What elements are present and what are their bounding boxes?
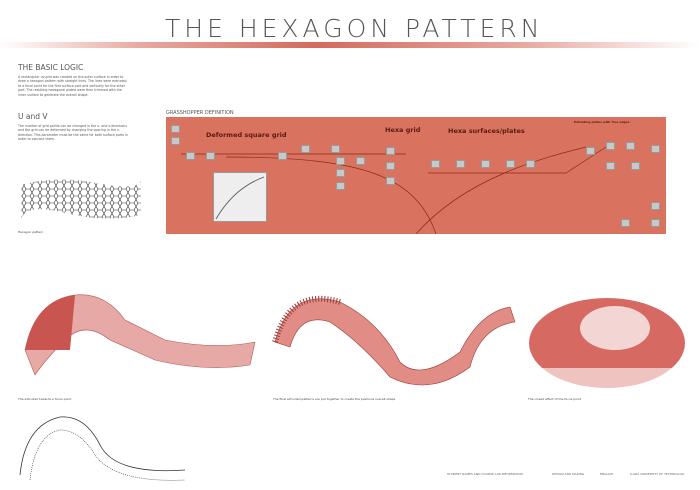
basic-logic-heading: THE BASIC LOGIC xyxy=(18,63,84,72)
footer-text: ENGLISH xyxy=(600,472,614,476)
hexagon-pattern-image xyxy=(21,179,141,219)
gh-label: Hexa grid xyxy=(385,126,421,134)
graph-mapper xyxy=(213,172,267,222)
grasshopper-heading: GRASSHOPPER DEFINITION xyxy=(166,110,234,116)
footer-text: LULEÅ UNIVERSITY OF TECHNOLOGY xyxy=(630,472,685,476)
pavilion-render xyxy=(272,295,516,386)
uv-heading: U and V xyxy=(18,112,48,121)
uv-text: The number of grid points can be changed… xyxy=(18,124,128,142)
extruded-focus-render xyxy=(24,294,256,376)
page-title: THE HEXAGON PATTERN xyxy=(165,14,544,43)
hexagon-caption: Hexagon pattern xyxy=(18,230,44,234)
gh-label: Hexa surfaces/plates xyxy=(448,127,525,135)
render-caption: The closed effect of the focus point xyxy=(528,397,581,401)
closed-focus-render xyxy=(527,298,687,388)
grasshopper-definition-image: Deformed square grid Hexa grid Hexa surf… xyxy=(166,117,666,234)
render-caption: The extruded towards a focus point xyxy=(18,397,72,401)
title-divider xyxy=(0,42,700,48)
gh-label: Deformed square grid xyxy=(206,131,287,139)
render-caption: The final extruded patterns are put toge… xyxy=(273,397,396,401)
gh-label: Extruding plates with free edges xyxy=(574,120,630,124)
wireframe-drawing xyxy=(19,416,186,481)
basic-logic-text: A rectangular uv-grid was created on the… xyxy=(18,75,127,97)
footer-text: DESIGN AND MAKING xyxy=(552,472,585,476)
footer-text: STUDENT NAMES AND COURSE LAB INFORMATION xyxy=(447,472,523,476)
